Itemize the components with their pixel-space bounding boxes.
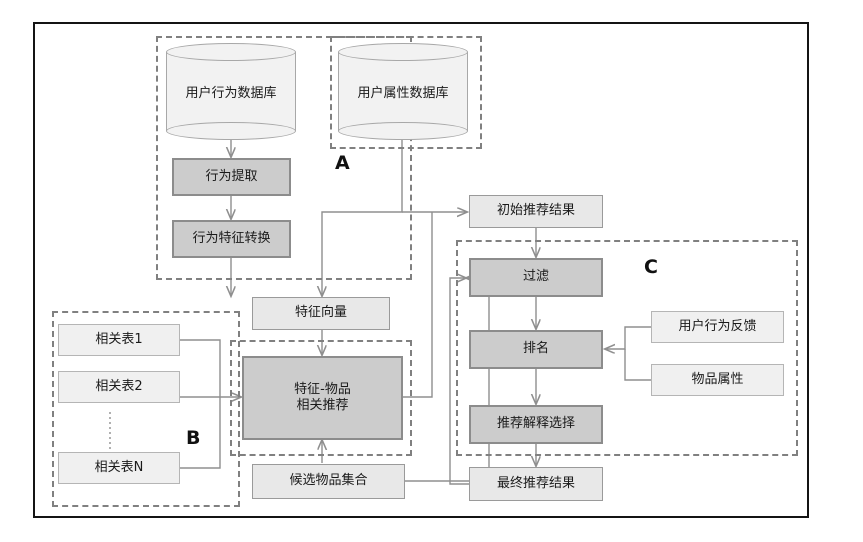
region-a-attribute-sub [330, 36, 482, 149]
region-a-label: A [335, 152, 350, 174]
node-label: 最终推荐结果 [496, 475, 575, 491]
cylinder-bottom-ellipse [338, 122, 468, 140]
node-label: 相关表2 [95, 378, 143, 394]
node-label: 相关表1 [95, 331, 143, 347]
node-label: 初始推荐结果 [496, 203, 575, 219]
node-user-behavior-feedback[interactable]: 用户行为反馈 [651, 311, 784, 343]
node-feature-item-recommendation[interactable]: 特征-物品 相关推荐 [242, 356, 403, 440]
node-label: 用户行为反馈 [678, 318, 757, 334]
node-final-recommendation-result[interactable]: 最终推荐结果 [469, 467, 603, 501]
node-label-line1: 特征-物品 [294, 381, 351, 397]
cylinder-top-ellipse [166, 43, 296, 61]
node-related-table-2[interactable]: 相关表2 [58, 371, 180, 403]
node-label: 用户属性数据库 [357, 86, 449, 101]
node-candidate-item-set[interactable]: 候选物品集合 [252, 464, 405, 499]
node-item-attribute[interactable]: 物品属性 [651, 364, 784, 396]
node-label: 行为提取 [205, 168, 258, 184]
region-b-label: B [186, 427, 201, 449]
node-user-attribute-db[interactable]: 用户属性数据库 [338, 43, 468, 140]
region-c [456, 240, 798, 456]
node-behavior-feature-transform[interactable]: 行为特征转换 [172, 220, 291, 258]
node-label: 用户行为数据库 [185, 86, 277, 101]
region-b [52, 311, 240, 507]
region-c-label: C [644, 256, 658, 278]
node-label: 行为特征转换 [192, 230, 271, 246]
ellipsis-dots [109, 412, 111, 450]
node-label: 相关表N [94, 459, 144, 475]
node-feature-vector[interactable]: 特征向量 [252, 297, 390, 330]
cylinder-bottom-ellipse [166, 122, 296, 140]
cylinder-body [338, 52, 468, 131]
node-label-line2: 相关推荐 [296, 398, 349, 413]
node-label: 排名 [522, 341, 549, 357]
node-label: 候选物品集合 [289, 473, 368, 489]
node-label: 过滤 [522, 269, 549, 285]
node-recommendation-explanation-select[interactable]: 推荐解释选择 [469, 405, 603, 444]
node-related-table-1[interactable]: 相关表1 [58, 324, 180, 356]
node-initial-recommendation-result[interactable]: 初始推荐结果 [469, 195, 603, 228]
cylinder-body [166, 52, 296, 131]
node-label: 推荐解释选择 [496, 416, 575, 432]
node-user-behavior-db[interactable]: 用户行为数据库 [166, 43, 296, 140]
region-a [156, 36, 412, 280]
node-filter[interactable]: 过滤 [469, 258, 603, 297]
node-ranking[interactable]: 排名 [469, 330, 603, 369]
cylinder-top-ellipse [338, 43, 468, 61]
node-behavior-extract[interactable]: 行为提取 [172, 158, 291, 196]
region-b-rec-sub [230, 340, 412, 456]
node-related-table-n[interactable]: 相关表N [58, 452, 180, 484]
node-label: 物品属性 [691, 371, 744, 387]
node-label: 特征向量 [294, 305, 347, 321]
